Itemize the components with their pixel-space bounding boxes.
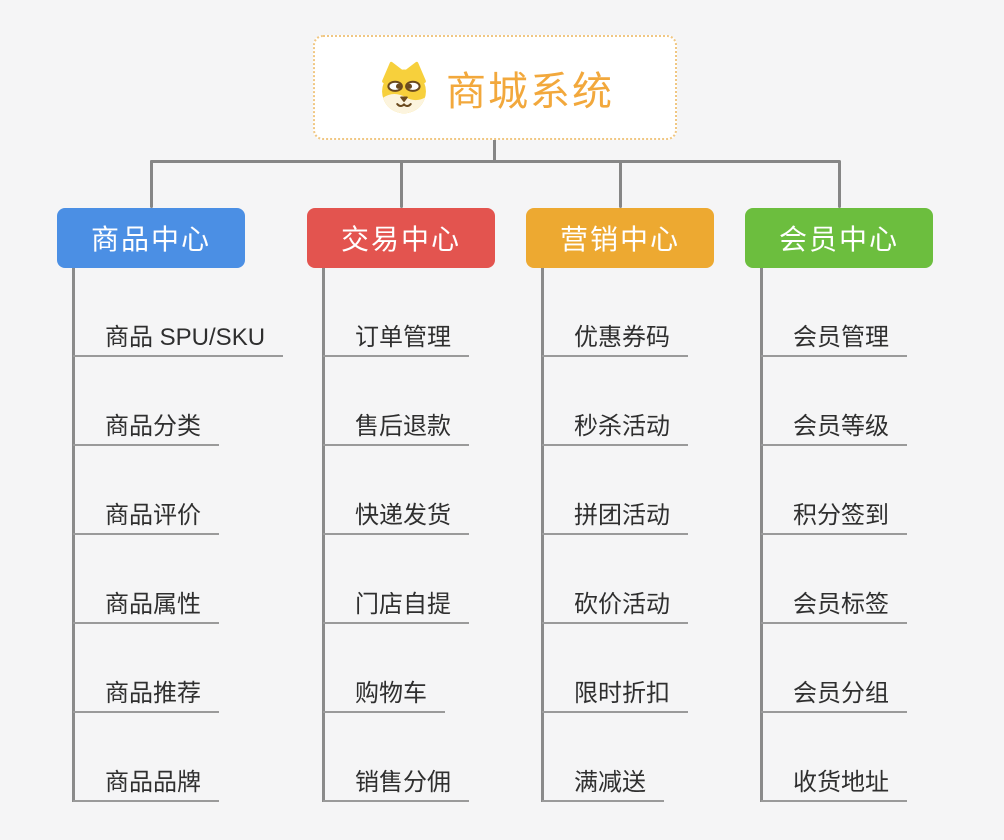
root-node[interactable]: 商城系统 <box>313 35 677 140</box>
child-topic[interactable]: 门店自提 <box>323 588 469 624</box>
branch-child-connector <box>540 268 544 802</box>
branch-child-connector <box>71 268 75 802</box>
child-topic[interactable]: 秒杀活动 <box>542 410 688 446</box>
connector-branch-drop <box>149 160 153 208</box>
root-label: 商城系统 <box>446 69 614 114</box>
child-topic[interactable]: 商品品牌 <box>73 766 219 802</box>
child-topic[interactable]: 售后退款 <box>323 410 469 446</box>
branch-child-connector <box>759 268 763 802</box>
doge-icon <box>382 61 426 113</box>
child-topic[interactable]: 会员管理 <box>761 321 907 357</box>
branch-label: 会员中心 <box>778 224 899 255</box>
connector-branch-drop <box>837 160 841 208</box>
child-topic[interactable]: 快递发货 <box>323 499 469 535</box>
child-topic[interactable]: 限时折扣 <box>542 677 688 713</box>
child-topic[interactable]: 会员分组 <box>761 677 907 713</box>
child-topic[interactable]: 商品评价 <box>73 499 219 535</box>
branch-node[interactable]: 会员中心 <box>745 208 933 268</box>
connector-branch-drop <box>618 160 622 208</box>
child-topic[interactable]: 收货地址 <box>761 766 907 802</box>
branch-label: 营销中心 <box>559 224 680 255</box>
connector-bus <box>150 160 840 163</box>
branch-node[interactable]: 交易中心 <box>307 208 495 268</box>
connector-branch-drop <box>399 160 403 208</box>
child-topic[interactable]: 商品分类 <box>73 410 219 446</box>
child-topic[interactable]: 优惠券码 <box>542 321 688 357</box>
branch-child-connector <box>321 268 325 802</box>
child-topic[interactable]: 购物车 <box>323 677 445 713</box>
branch-label: 交易中心 <box>340 224 461 255</box>
child-topic[interactable]: 商品属性 <box>73 588 219 624</box>
branch-node[interactable]: 商品中心 <box>57 208 245 268</box>
branch-node[interactable]: 营销中心 <box>526 208 714 268</box>
child-topic[interactable]: 会员等级 <box>761 410 907 446</box>
branch-label: 商品中心 <box>90 224 211 255</box>
child-topic[interactable]: 满减送 <box>542 766 664 802</box>
child-topic[interactable]: 商品 SPU/SKU <box>73 321 284 357</box>
child-topic[interactable]: 订单管理 <box>323 321 469 357</box>
child-topic[interactable]: 积分签到 <box>761 499 907 535</box>
connector-root-stem <box>493 138 496 163</box>
child-topic[interactable]: 砍价活动 <box>542 588 688 624</box>
child-topic[interactable]: 销售分佣 <box>323 766 469 802</box>
child-topic[interactable]: 拼团活动 <box>542 499 688 535</box>
child-topic[interactable]: 会员标签 <box>761 588 907 624</box>
child-topic[interactable]: 商品推荐 <box>73 677 219 713</box>
